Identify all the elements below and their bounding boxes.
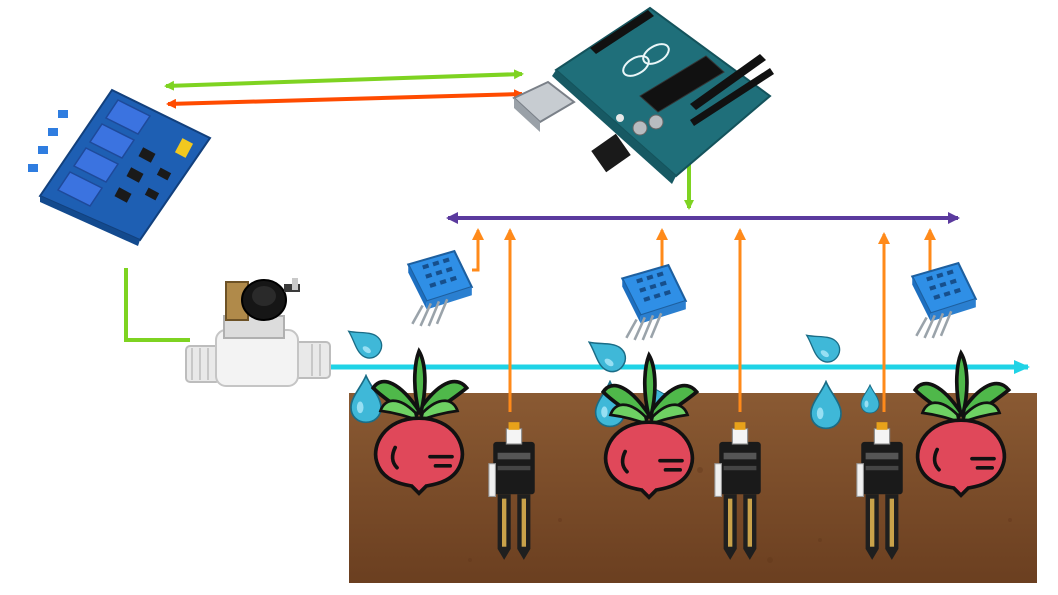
water-drop-icon bbox=[810, 380, 842, 430]
dht-sensor-2-icon bbox=[620, 263, 688, 342]
sensor-signal-arrows bbox=[472, 228, 936, 412]
solenoid-water-valve-icon bbox=[185, 278, 331, 387]
dht-sensor-3-icon bbox=[910, 261, 978, 340]
water-drop-icon bbox=[798, 324, 846, 368]
soil-bed bbox=[349, 393, 1037, 583]
arduino-uno-board-icon bbox=[512, 6, 774, 184]
dht-3-signal-arrow bbox=[924, 228, 936, 274]
relay-arduino-red-arrow bbox=[166, 89, 524, 109]
dht-sensor-1-icon bbox=[406, 249, 474, 328]
water-drop-icon bbox=[340, 320, 388, 364]
relay-arduino-green-arrow bbox=[164, 69, 524, 91]
relay-valve-wire bbox=[124, 268, 190, 342]
relay-module-icon bbox=[28, 88, 212, 246]
water-drop-icon bbox=[580, 330, 632, 378]
dht-1-signal-arrow bbox=[472, 228, 484, 272]
water-drop-icon bbox=[860, 384, 880, 414]
